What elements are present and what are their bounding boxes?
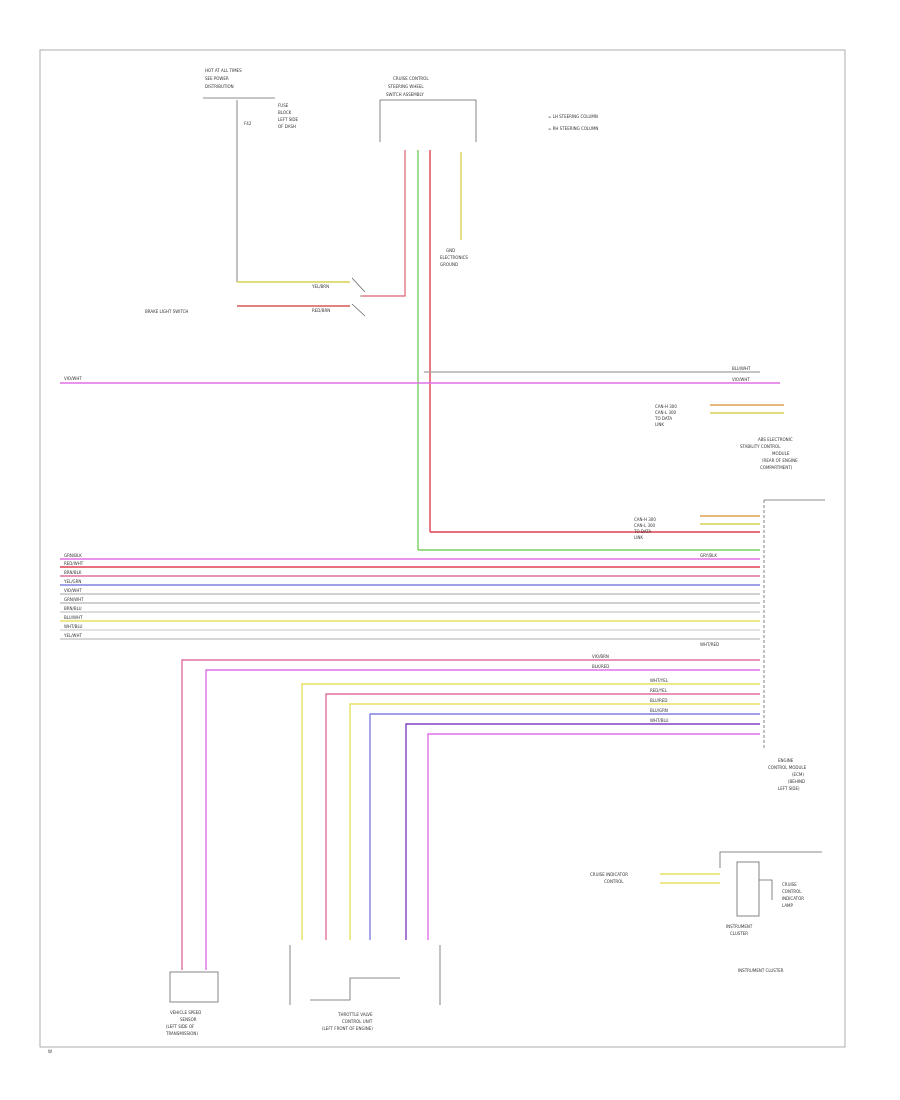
ecm-wire-1: GRN/BLK <box>64 553 82 558</box>
throttle-label-2: CONTROL UNIT <box>342 1019 373 1024</box>
ground-note-2: ELECTRONICS <box>440 255 468 260</box>
fuse-block: HOT AT ALL TIMES SEE POWER DISTRIBUTION … <box>203 68 299 282</box>
abs-pin-3: TO DATA <box>654 416 672 421</box>
abs-pin-2: CAN-L 300 <box>655 410 677 415</box>
ecm-pin-4: LINK <box>634 535 643 540</box>
cruise-label-3: SWITCH ASSEMBLY <box>386 92 424 97</box>
brake-wire-yel: YEL/BRN <box>311 284 329 289</box>
vss-label-4: TRANSMISSION) <box>165 1031 198 1036</box>
ground-note-3: GROUND <box>440 262 458 267</box>
fuse-note-4: OF DASH <box>278 124 296 129</box>
ecm-wire-r2: WHT/RED <box>700 642 719 647</box>
throttle-label-1: THROTTLE VALVE <box>337 1012 373 1017</box>
legend-lh: = LH STEERING COLUMN <box>548 114 598 119</box>
legend-rh: = RH STEERING COLUMN <box>548 126 598 131</box>
ecm-wire-10: YEL/WHT <box>63 633 83 638</box>
sheet-border <box>39 49 846 1048</box>
cruise-label-2: STEERING WHEEL <box>388 84 424 89</box>
ecm-wire-7: BRN/BLU <box>64 606 82 611</box>
violet-trunk-label: VIO/WHT <box>64 376 82 381</box>
cruise-harness <box>417 150 760 551</box>
cruise-switch-assembly: CRUISE CONTROL STEERING WHEEL SWITCH ASS… <box>379 76 477 267</box>
hot-label-1: HOT AT ALL TIMES <box>205 68 242 73</box>
ecm-bottom-7: WHT/BLU <box>650 718 669 723</box>
brake-light-switch: YEL/BRN RED/BRN BRAKE LIGHT SWITCH <box>145 150 406 317</box>
cluster-box-1: INSTRUMENT <box>726 924 753 929</box>
cluster-box-2: CLUSTER <box>730 931 748 936</box>
fuse-id: F42 <box>244 121 252 126</box>
vss-label-1: VEHICLE SPEED <box>170 1010 201 1015</box>
throttle-label-3: (LEFT FRONT OF ENGINE) <box>322 1026 373 1031</box>
ecm-wire-3: BRN/BLK <box>64 570 82 575</box>
cluster-in-2: CONTROL <box>604 879 624 884</box>
cluster-lamp-1: CRUISE <box>782 882 797 887</box>
ecm-wire-6: GRN/WHT <box>64 597 84 602</box>
abs-label-1: ABS ELECTRONIC <box>758 437 793 442</box>
ecm-bottom-6: BLU/GRN <box>650 708 668 713</box>
cluster-in-1: CRUISE INDICATOR <box>590 872 628 877</box>
ecm-module: CAN-H 300 CAN-L 300 TO DATA LINK ENGINE … <box>633 499 825 791</box>
violet-trunk: VIO/WHT <box>60 376 780 384</box>
ecm-label-5: LEFT SIDE) <box>778 786 800 791</box>
ecm-wire-8: BLU/WHT <box>64 615 83 620</box>
instrument-cluster: CRUISE INDICATOR CONTROL CRUISE CONTROL … <box>590 851 822 973</box>
cluster-lamp-2: CONTROL <box>782 889 802 894</box>
ecm-wire-2: RED/WHT <box>64 561 84 566</box>
abs-label-5: COMPARTMENT) <box>760 465 793 470</box>
throttle-valve-unit: THROTTLE VALVE CONTROL UNIT (LEFT FRONT … <box>289 945 441 1031</box>
page-id: W <box>48 1049 52 1054</box>
cluster-label: INSTRUMENT CLUSTER <box>738 968 784 973</box>
ecm-bottom-2: BLK/RED <box>592 664 609 669</box>
legend: = LH STEERING COLUMN = RH STEERING COLUM… <box>548 114 598 131</box>
ecm-bottom-3: WHT/YEL <box>650 678 669 683</box>
abs-wire-b: VIO/WHT <box>732 377 750 382</box>
vss-label-3: (LEFT SIDE OF <box>166 1024 195 1029</box>
abs-pin-4: LINK <box>655 422 664 427</box>
ecm-pin-2: CAN-L 300 <box>634 523 656 528</box>
ecm-wire-9: WHT/BLU <box>64 624 83 629</box>
abs-wire-a: BLU/WHT <box>732 366 751 371</box>
abs-label-4: (REAR OF ENGINE <box>762 458 798 463</box>
ecm-pin-3: TO DATA <box>633 529 651 534</box>
ecm-lower-bus: VIO/BRN BLK/RED WHT/YEL RED/YEL BLU/RED … <box>181 654 760 970</box>
ecm-label-1: ENGINE <box>778 758 794 763</box>
abs-pin-1: CAN-H 300 <box>655 404 677 409</box>
ecm-label-3: (ECM) <box>792 772 804 777</box>
ecm-bottom-1: VIO/BRN <box>592 654 609 659</box>
vss-label-2: SENSOR <box>180 1017 197 1022</box>
hot-label-3: DISTRIBUTION <box>205 84 234 89</box>
abs-label-3: MODULE <box>772 451 790 456</box>
ecm-bus: GRN/BLK RED/WHT BRN/BLK YEL/GRN VIO/WHT … <box>60 553 760 647</box>
brake-wire-red: RED/BRN <box>312 308 330 313</box>
ecm-wire-4: YEL/GRN <box>63 579 81 584</box>
vehicle-speed-sensor: VEHICLE SPEED SENSOR (LEFT SIDE OF TRANS… <box>165 971 219 1036</box>
cluster-lamp-3: INDICATOR <box>782 896 804 901</box>
cruise-label-1: CRUISE CONTROL <box>393 76 429 81</box>
ecm-wire-r1: GRY/BLK <box>700 553 717 558</box>
hot-label-2: SEE POWER <box>205 76 229 81</box>
ecm-bottom-5: BLU/RED <box>650 698 667 703</box>
fuse-note-2: BLOCK <box>278 110 292 115</box>
ecm-label-2: CONTROL MODULE <box>768 765 807 770</box>
fuse-note-1: FUSE <box>278 103 289 108</box>
ecm-pin-1: CAN-H 300 <box>634 517 656 522</box>
abs-label-2: STABILITY CONTROL <box>740 444 781 449</box>
ecm-label-4: (BEHIND <box>788 779 805 784</box>
ecm-bottom-4: RED/YEL <box>650 688 668 693</box>
cluster-lamp-4: LAMP <box>782 903 794 908</box>
ecm-wire-5: VIO/WHT <box>64 588 82 593</box>
ground-note-1: GND <box>446 248 455 253</box>
fuse-note-3: LEFT SIDE <box>278 117 299 122</box>
abs-module: BLU/WHT VIO/WHT CAN-H 300 CAN-L 300 TO D… <box>654 366 798 470</box>
brake-switch-label: BRAKE LIGHT SWITCH <box>145 309 188 314</box>
